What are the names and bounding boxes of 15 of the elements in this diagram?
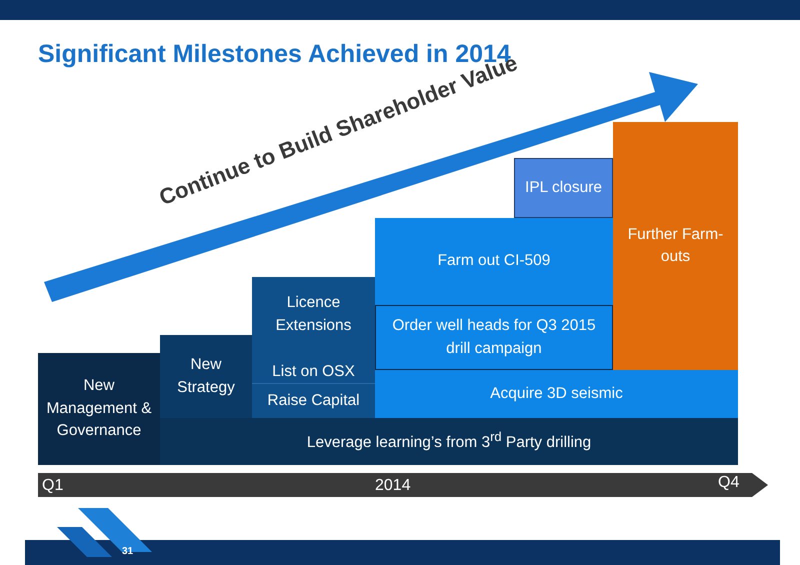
milestone-block: Further Farm-outs	[613, 122, 738, 370]
axis-label: Q4	[718, 474, 740, 492]
milestone-block: Order well heads for Q3 2015 drill campaign	[375, 305, 613, 370]
axis-label: Q1	[42, 477, 64, 495]
milestone-block: IPL closure	[514, 158, 613, 218]
milestone-block: Acquire 3D seismic	[375, 370, 738, 418]
milestone-block: Farm out CI-509	[375, 218, 613, 305]
milestone-block: Licence Extensions	[252, 277, 375, 352]
milestone-block: Raise Capital	[252, 383, 375, 418]
page-number: 31	[122, 546, 134, 557]
axis-label: 2014	[375, 477, 411, 495]
milestone-block: New Management & Governance	[38, 353, 160, 465]
milestone-block: New Strategy	[160, 335, 252, 418]
milestone-block: Leverage learning’s from 3$^{rd}$ Party drilling	[160, 418, 738, 465]
milestone-block: List on OSX	[252, 352, 375, 383]
